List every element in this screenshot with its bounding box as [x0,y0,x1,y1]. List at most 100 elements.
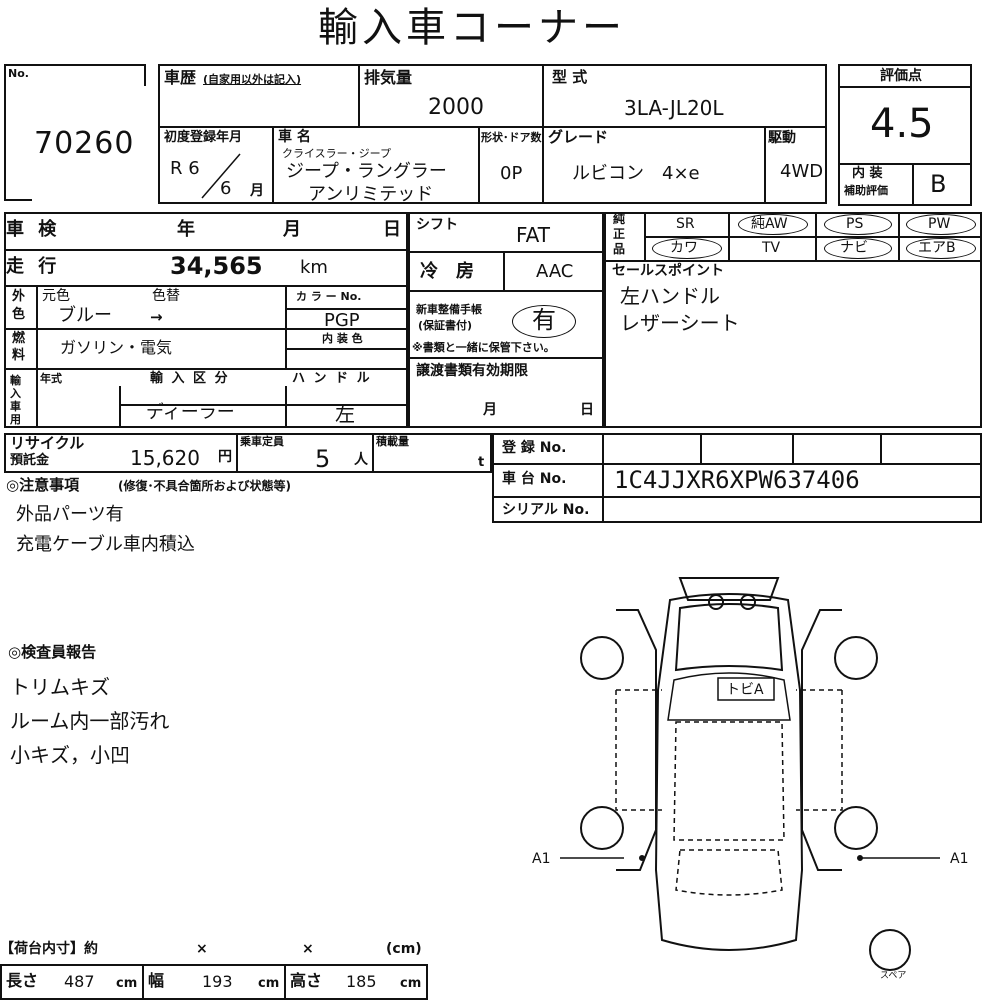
grade-label: グレード [548,128,609,146]
note-1: 外品パーツ有 [16,504,124,525]
equip-ps: PS [846,216,864,232]
equip-airbag: エアB [918,240,956,256]
import-type-value: ディーラー [146,402,235,423]
shaken-label: 車 検 [6,219,61,240]
exterior-label-2: 色 [12,307,26,322]
shift-value: FAT [516,223,551,247]
doors-value: 0P [500,163,523,184]
cargo-height-value: 185 [346,972,377,991]
note-2: 充電ケーブル車内積込 [16,534,195,555]
fuel-label-2: 料 [12,348,26,363]
right-damage-mark: A1 [950,851,969,867]
inspection-table-middle [408,212,604,428]
recycle-row [4,433,492,473]
first-registration-label: 初度登録年月 [164,130,243,145]
cargo-x1: × [196,941,208,957]
capacity-label: 乗車定員 [240,435,284,448]
shift-label: シフト [416,217,458,233]
selling-points-box [604,260,982,428]
load-label: 積載量 [376,435,409,448]
inspector-item-1: トリムキズ [10,675,110,699]
mileage-label: 走 行 [6,256,61,277]
lot-box: No. 70260 [4,64,146,201]
cargo-width-value: 193 [202,972,233,991]
cargo-length-value: 487 [64,972,95,991]
car-name-line2: アンリミテッド [308,184,434,205]
maintenance-circle [512,305,576,338]
equipment-label-1: 純 [613,212,626,226]
left-damage-mark: A1 [532,851,551,867]
inspector-item-2: ルーム内一部汚れ [10,709,170,733]
doors-label: 形状･ドア数 [481,131,542,144]
capacity-value: 5 [315,445,331,473]
equip-tv: TV [762,240,781,256]
repaint-label: 色替 [152,288,180,304]
original-color-value: ブルー [58,305,112,326]
maintenance-label-1: 新車整備手帳 [416,303,482,316]
chassis-no-value: 1C4JJXR6XPW637406 [614,466,860,494]
equip-genuine-aw: 純AW [751,216,788,232]
history-note: (自家用以外は記入) [203,73,302,86]
aircon-value: AAC [536,261,574,282]
serial-no-label: シリアル No. [502,502,590,518]
interior-label-2: 補助評価 [844,184,888,197]
cargo-height-label: 高さ [290,971,323,990]
cargo-height-unit: cm [400,976,422,991]
exterior-label-1: 外 [12,289,26,304]
cargo-x2: × [302,941,314,957]
cargo-width-label: 幅 [148,971,165,990]
interior-color-label: 内 装 色 [322,332,363,345]
inspector-label: ◎検査員報告 [8,643,97,661]
equip-sr: SR [676,216,695,232]
equip-navi: ナビ [840,240,868,256]
shaken-year: 年 [177,219,195,240]
spare-label: スペア [880,971,907,981]
lot-number: 70260 [34,126,135,161]
inspector-item-3: 小キズ，小凹 [10,743,130,767]
mileage-value: 34,565 [170,252,263,280]
first-registration-year: R 6 [170,158,200,179]
registration-table [492,433,982,523]
recycle-value: 15,620 [130,446,200,470]
transfer-docs-day: 日 [580,402,594,418]
handle-label: ハ ン ド ル [292,371,372,386]
interior-value: B [930,170,947,198]
chassis-no-label: 車 台 No. [502,471,567,487]
import-label: 輸入車用 [10,374,21,426]
grade-value: ルビコン 4×e [572,163,700,184]
displacement-label: 排気量 [364,68,413,87]
interior-label-1: 内 装 [852,166,883,181]
aircon-label: 冷 房 [420,261,474,282]
page-title: 輸入車コーナー [318,5,626,51]
recycle-label-2: 預託金 [10,453,50,468]
registration-no-label: 登 録 No. [502,440,567,456]
notes-sub: (修復･不具合箇所および状態等) [118,479,291,493]
vehicle-info-table [158,64,827,204]
rating-label: 評価点 [880,68,922,84]
equip-pw: PW [928,216,951,232]
notes-label: ◎注意事項 [6,476,80,494]
maintenance-value: 有 [532,306,556,334]
cargo-table [0,964,428,1000]
roof-damage-mark: トビA [726,682,764,698]
capacity-unit: 人 [354,452,368,468]
model-type-label: 型 式 [552,68,588,86]
equipment-label-2: 正 [613,227,626,241]
import-year-label: 年式 [40,372,62,385]
maintenance-note: ※書類と一緒に保管下さい。 [412,341,555,354]
cargo-unit-paren: (cm) [386,941,422,957]
original-color-label: 元色 [42,288,70,304]
selling-points-label: セールスポイント [612,263,724,279]
recycle-label-1: リサイクル [10,434,85,452]
transfer-docs-label: 譲渡書類有効期限 [416,363,528,379]
repaint-arrow: → [150,308,163,326]
color-code-value: PGP [324,310,360,331]
equip-leather: カワ [670,240,698,256]
recycle-unit: 円 [218,449,232,465]
drive-value: 4WD [780,161,824,182]
color-code-label: カ ラ ー No. [296,290,362,303]
first-registration-month: 6 [220,178,232,199]
lot-label: No. [8,67,29,80]
fuel-value: ガソリン・電気 [60,338,173,357]
shaken-day: 日 [383,219,401,240]
